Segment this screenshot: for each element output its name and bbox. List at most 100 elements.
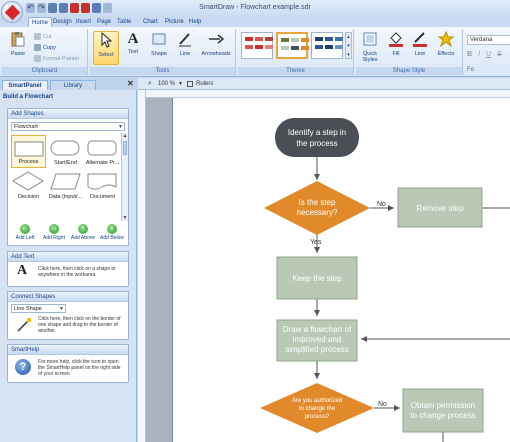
select-tool-button[interactable]: Select (93, 31, 119, 65)
help-icon[interactable]: ? (15, 359, 31, 375)
smarthelp-header: SmartHelp (8, 345, 128, 355)
line-tool-button[interactable]: Line (175, 31, 195, 57)
clipboard-group: Paste Cut Copy Format Painter Clipboard (2, 29, 88, 75)
undo-icon[interactable]: ↶ (26, 3, 35, 13)
decision1-text-line1: Is the step (299, 198, 336, 207)
tab-picture[interactable]: Picture (165, 19, 184, 25)
rulers-toggle[interactable]: Rulers (196, 81, 214, 87)
tab-smartpanel[interactable]: SmartPanel (2, 80, 48, 90)
connect-line-icon[interactable] (16, 317, 32, 333)
decision-authorized[interactable] (260, 383, 374, 433)
add-shapes-header: Add Shapes (8, 109, 128, 119)
font-format-row: B I U S (467, 51, 502, 58)
add-text-button[interactable]: A (17, 263, 28, 278)
quick-styles-button[interactable]: Quick Styles (359, 31, 381, 63)
cursor-icon (101, 31, 113, 48)
terminator-shape-icon (50, 140, 80, 156)
add-left-button[interactable]: ←Add Left (15, 224, 35, 241)
tab-chart[interactable]: Chart (143, 19, 158, 25)
italic-button[interactable]: I (478, 51, 481, 58)
app-menu-button[interactable] (1, 1, 23, 23)
scroll-thumb[interactable] (123, 141, 127, 155)
shape-document[interactable]: Document (85, 169, 120, 202)
ribbon: Paste Cut Copy Format Painter Clipboard … (0, 27, 510, 77)
redo-icon[interactable]: ↷ (37, 3, 46, 13)
add-above-button[interactable]: ↑Add Above (70, 224, 96, 241)
process-keep-step[interactable] (276, 256, 358, 300)
draw-text-line2: improved and (293, 335, 341, 344)
remove-step-text: Remove step (416, 204, 464, 213)
print-icon[interactable] (81, 3, 90, 13)
shapes-scrollbar[interactable]: ▲ ▼ (121, 133, 128, 221)
save-icon[interactable] (59, 3, 68, 13)
cut-button[interactable]: Cut (34, 33, 52, 40)
shape-process[interactable]: Process (11, 135, 46, 168)
theme-swatch-red[interactable] (241, 32, 273, 59)
scroll-down-icon[interactable]: ▼ (122, 215, 128, 221)
shape-library-dropdown[interactable]: Flowchart▼ (11, 122, 125, 131)
arrowheads-button[interactable]: Arrowheads (200, 31, 232, 57)
connect-shapes-header: Connect Shapes (8, 292, 128, 302)
no-label-2: No (378, 401, 387, 408)
shape-icon (152, 33, 166, 45)
document-shape-icon (87, 173, 117, 190)
tab-page[interactable]: Page (97, 19, 112, 25)
theme-group: ▴▾▾ Theme (238, 29, 354, 75)
process-obtain-permission[interactable] (402, 388, 484, 433)
shape-start-end[interactable]: Start/End (48, 135, 83, 168)
start-terminator[interactable] (275, 118, 359, 157)
pdf-export-icon[interactable] (70, 3, 79, 13)
process-remove-step[interactable] (397, 187, 483, 228)
shape-data-input[interactable]: Data (Input/... (48, 169, 83, 202)
theme-swatch-navy[interactable] (311, 32, 343, 59)
arrowheads-icon (209, 34, 225, 44)
new-document-icon[interactable] (48, 3, 57, 13)
tab-design[interactable]: Design (53, 19, 72, 25)
tab-help[interactable]: Help (189, 19, 202, 25)
connect-shapes-hint: Click here, then click on the border of … (38, 316, 121, 334)
scroll-up-icon[interactable]: ▲ (122, 133, 128, 139)
text-tool-button[interactable]: A Text (123, 31, 143, 55)
underline-button[interactable]: U (486, 51, 492, 58)
font-name-dropdown[interactable]: Verdana (467, 35, 510, 45)
line-style-button[interactable]: Line (411, 31, 429, 57)
paste-button[interactable]: Paste (6, 31, 30, 57)
theme-gallery-scroll[interactable]: ▴▾▾ (345, 32, 352, 59)
email-icon[interactable] (103, 3, 112, 13)
theme-swatch-olive[interactable] (276, 32, 309, 59)
decision2-text-line1: Are you authorized (292, 398, 342, 404)
shape-alternate-process[interactable]: Alternate Pr... (85, 135, 120, 168)
shape-decision[interactable]: Decision (11, 169, 46, 202)
add-right-button[interactable]: →Add Right (43, 224, 65, 241)
star-effects-icon (437, 30, 455, 48)
line-type-dropdown[interactable]: Line Shape▼ (11, 304, 66, 313)
keep-step-text: Keep the step (292, 274, 342, 283)
shape-tool-button[interactable]: Shape (148, 31, 170, 57)
strikethrough-button[interactable]: S (497, 51, 502, 58)
arrow-down-icon: ↓ (107, 224, 117, 234)
add-below-button[interactable]: ↓Add Below (100, 224, 124, 241)
bold-button[interactable]: B (467, 51, 473, 58)
fill-button[interactable]: Fill (387, 31, 405, 57)
zoom-chevron-down-icon[interactable]: ▼ (178, 81, 183, 87)
process-draw-flowchart[interactable] (276, 319, 358, 362)
tab-table[interactable]: Table (117, 19, 132, 25)
add-text-hint: Click here, then click on a shape or any… (38, 266, 116, 278)
effects-button[interactable]: Effects (435, 30, 457, 57)
open-icon[interactable] (92, 3, 101, 13)
draw-text-line3: simplified process (285, 345, 349, 354)
tab-insert[interactable]: Insert (76, 19, 92, 25)
close-icon[interactable]: ✕ (127, 79, 134, 88)
shape-style-group: Quick Styles Fill Line Effects Shape Sty… (356, 29, 463, 75)
yes-label-1: Yes (310, 239, 322, 246)
copy-button[interactable]: Copy (34, 44, 56, 51)
quick-styles-icon (363, 32, 377, 46)
arrow-left-icon: ← (20, 224, 30, 234)
format-painter-button[interactable]: Format Painter (34, 55, 79, 62)
tab-library[interactable]: Library (50, 80, 96, 90)
zoom-icon: ⌕ (148, 80, 152, 87)
decision-step-necessary[interactable] (264, 181, 370, 235)
zoom-level[interactable]: 100 % (158, 81, 176, 87)
tab-home[interactable]: Home (28, 17, 53, 27)
